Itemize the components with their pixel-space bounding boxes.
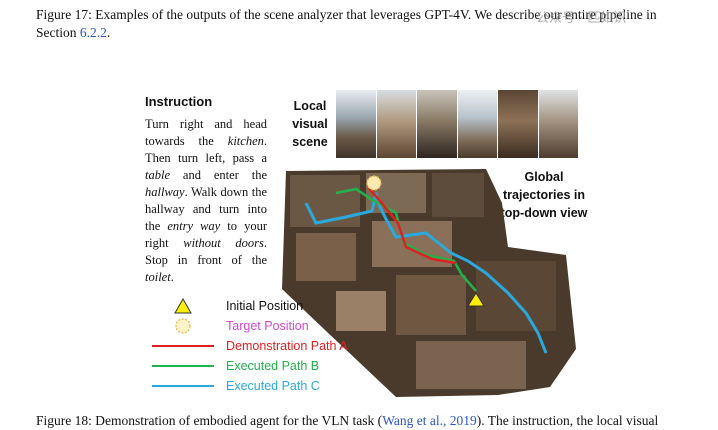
instruction-keyword: table	[145, 168, 170, 182]
local-visual-scene-label: Local visual scene	[292, 99, 328, 149]
legend-path-a: Demonstration Path A	[152, 336, 348, 356]
target-position-marker	[366, 175, 382, 191]
instruction-segment: to your right	[145, 219, 267, 250]
green-line-icon	[152, 365, 214, 367]
legend-target-position: Target Position	[152, 316, 348, 336]
instruction-keyword: kitchen	[227, 134, 264, 148]
instruction-keyword: entry way	[167, 219, 221, 233]
legend-path-a-label: Demonstration Path A	[226, 339, 348, 353]
scene-photo	[538, 90, 578, 158]
figure-17-caption: Figure 17: Examples of the outputs of th…	[36, 6, 696, 42]
legend-initial-position: Initial Position	[152, 296, 348, 316]
instruction-segment: and enter the	[170, 168, 267, 182]
top-down-floorplan	[282, 169, 576, 397]
demonstration-path-a	[367, 186, 457, 265]
scene-photo	[336, 90, 376, 158]
section-link[interactable]: 6.2.2	[79, 25, 107, 40]
scene-photo	[498, 90, 538, 158]
room-block	[416, 341, 526, 389]
legend: Initial Position Target Position Demonst…	[152, 296, 348, 396]
legend-initial-label: Initial Position	[226, 299, 304, 313]
red-line-icon	[152, 345, 214, 347]
triangle-icon	[152, 298, 214, 314]
watermark: 公众号 · 匹如识	[536, 11, 627, 26]
room-block	[296, 233, 356, 281]
figure-18-text: Demonstration of embodied agent for the …	[91, 413, 383, 428]
instruction-keyword: hallway	[145, 185, 185, 199]
instruction-segment: .	[170, 270, 174, 284]
figure-17-text: Examples of the outputs of the scene ana…	[36, 7, 657, 40]
legend-path-c: Executed Path C	[152, 376, 348, 396]
initial-position-marker	[467, 292, 485, 307]
scene-photo	[417, 90, 457, 158]
instruction-segment: . Stop in front of the	[145, 236, 267, 267]
circle-icon	[152, 317, 214, 335]
room-block	[476, 261, 556, 331]
scene-photo	[457, 90, 497, 158]
instruction-segment: Turn right and head towards the	[145, 117, 267, 148]
executed-path-c	[304, 192, 548, 354]
legend-path-b: Executed Path B	[152, 356, 348, 376]
figure-18-label: Figure 18:	[36, 413, 92, 428]
figure-18-caption: Figure 18: Demonstration of embodied age…	[36, 412, 716, 430]
room-block	[336, 291, 386, 331]
scene-photo	[376, 90, 416, 158]
room-block	[432, 173, 484, 217]
instruction-text: Turn right and head towards the kitchen.…	[145, 116, 267, 286]
instruction-segment: . Walk down the hallway and turn into th…	[145, 185, 267, 233]
global-trajectories-label: Global trajectories in top-down view	[500, 170, 588, 220]
figure-18-end: ). The instruction, the local visual	[476, 413, 659, 428]
room-block	[396, 275, 466, 335]
figure-17-label: Figure 17:	[36, 7, 92, 22]
legend-path-c-label: Executed Path C	[226, 379, 320, 393]
instruction-segment: . Then turn left, pass a	[145, 134, 267, 165]
local-scene-photos	[336, 90, 578, 158]
room-block	[290, 175, 360, 227]
citation-link[interactable]: Wang et al., 2019	[382, 413, 477, 428]
figure-17-end: .	[106, 25, 111, 40]
instruction-heading: Instruction	[145, 94, 213, 109]
legend-target-label: Target Position	[226, 319, 309, 333]
instruction-keyword: toilet	[145, 270, 171, 284]
instruction-keyword: without doors	[183, 236, 264, 250]
legend-path-b-label: Executed Path B	[226, 359, 320, 373]
blue-line-icon	[152, 385, 214, 387]
